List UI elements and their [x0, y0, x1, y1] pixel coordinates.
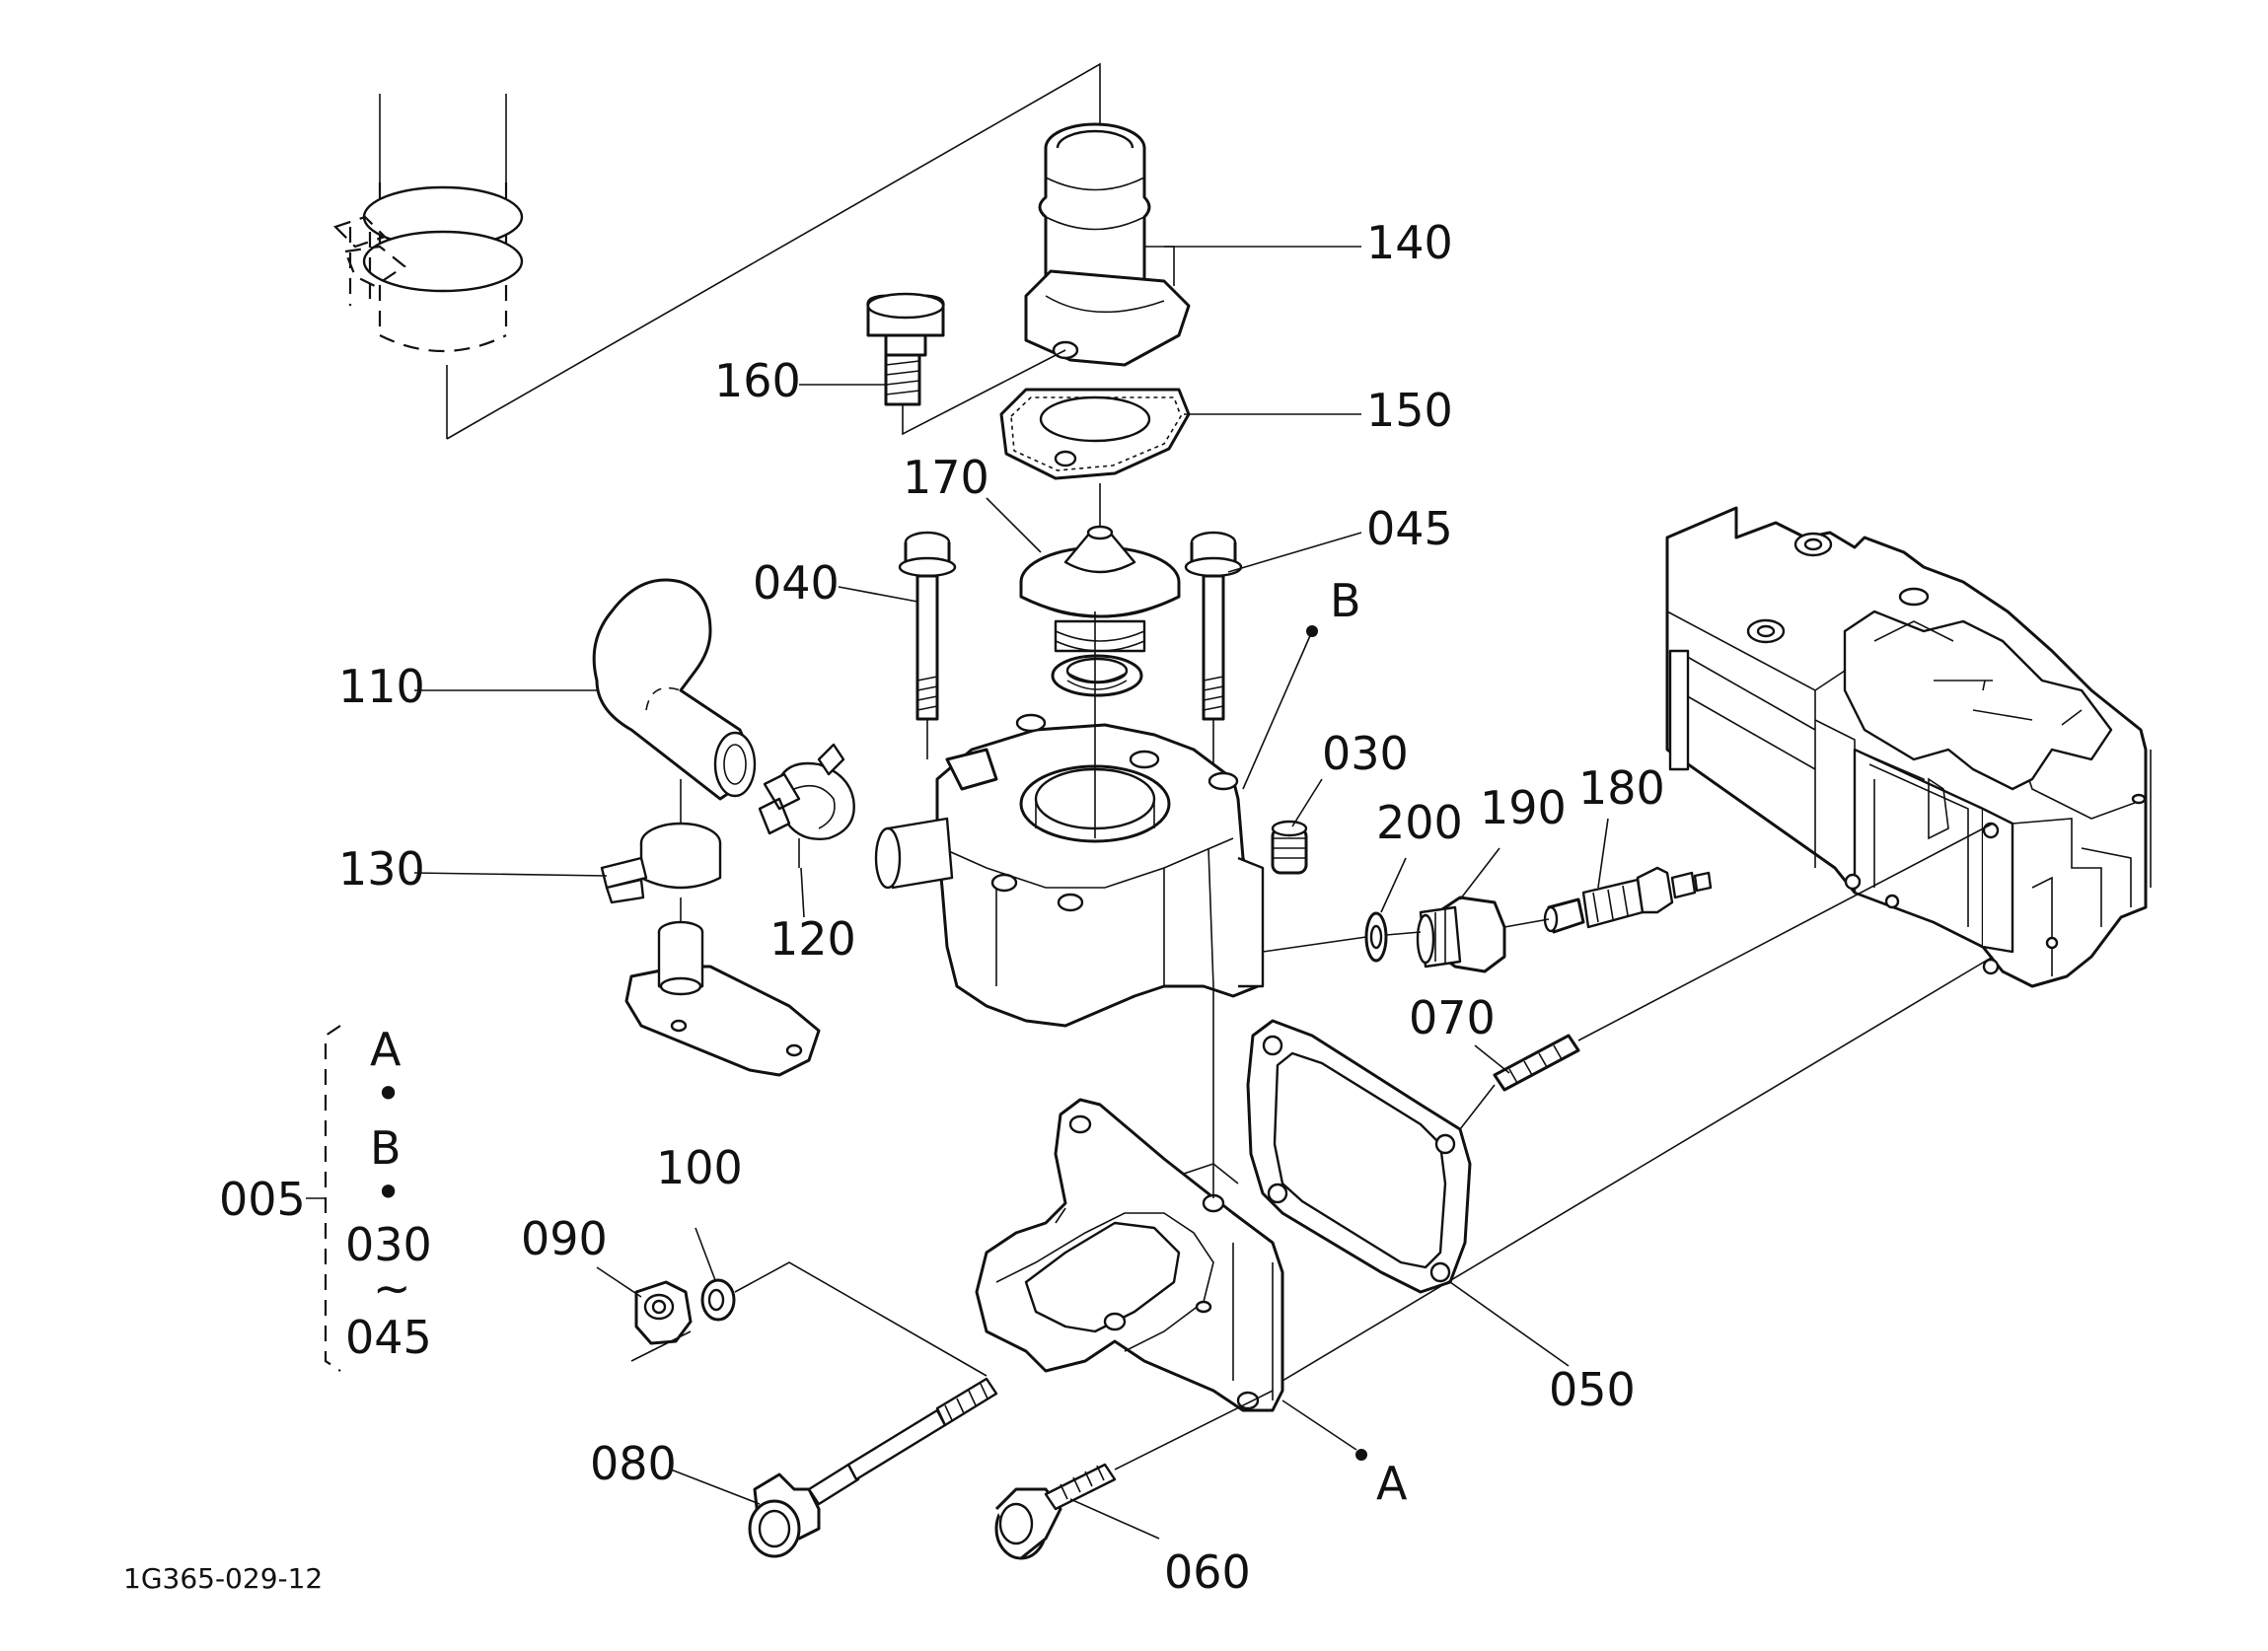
bypass-hose — [592, 578, 757, 801]
upper-hose — [332, 94, 524, 439]
thermostat-housing — [874, 611, 1265, 1028]
sensor-180 — [1543, 866, 1713, 934]
hose-clamp-120 — [758, 743, 855, 868]
pipe-flange — [624, 920, 821, 1077]
marker-b-dot — [1306, 625, 1318, 637]
group-bracket — [306, 1025, 341, 1372]
housing-gasket — [1246, 1019, 1472, 1294]
callout-160: 160 — [714, 354, 801, 407]
sensor-axis-line — [1262, 918, 1550, 953]
bolt-160 — [866, 292, 1066, 436]
bolt-060 — [994, 956, 1994, 1560]
bolt-040 — [898, 531, 957, 759]
group-member-dot-2: • — [375, 1166, 402, 1219]
adapter-190 — [1416, 896, 1506, 973]
thermostat — [1019, 483, 1181, 697]
callout-200: 200 — [1376, 796, 1463, 849]
marker-a-dot — [1355, 1449, 1367, 1461]
group-member-045: 045 — [345, 1311, 432, 1364]
callout-060: 060 — [1164, 1545, 1251, 1599]
leader-lines — [413, 246, 1609, 1540]
callout-050: 050 — [1549, 1363, 1636, 1416]
callout-030: 030 — [1322, 727, 1409, 780]
callout-070: 070 — [1409, 991, 1496, 1044]
callout-140: 140 — [1366, 216, 1453, 269]
callout-090: 090 — [521, 1212, 608, 1265]
callout-120: 120 — [769, 912, 856, 966]
group-member-b: B — [370, 1121, 402, 1175]
nut-090 — [634, 1280, 693, 1345]
hose-chain-line — [446, 62, 1101, 440]
plug-030 — [1271, 820, 1308, 875]
group-member-030: 030 — [345, 1218, 432, 1271]
thermostat-cover — [1024, 122, 1191, 367]
marker-a-label: A — [1376, 1457, 1408, 1510]
bolt-045 — [1184, 531, 1243, 764]
callout-080: 080 — [590, 1437, 677, 1490]
callout-045: 045 — [1366, 502, 1453, 555]
washer-200 — [1364, 911, 1388, 963]
bolt-080-chain — [630, 1261, 988, 1377]
water-flange — [975, 986, 1284, 1412]
group-member-a: A — [370, 1023, 402, 1076]
callout-130: 130 — [338, 842, 425, 896]
callout-100: 100 — [656, 1141, 743, 1194]
stud-070 — [1459, 823, 1994, 1130]
callout-110: 110 — [338, 660, 425, 713]
washer-100 — [700, 1278, 736, 1322]
bolt-080 — [748, 1377, 998, 1558]
callout-190: 190 — [1480, 781, 1567, 834]
group-part-no: 005 — [219, 1173, 306, 1226]
hose-clamp-130 — [600, 779, 722, 922]
callout-170: 170 — [903, 451, 989, 504]
group-member-dot-1: • — [375, 1067, 402, 1120]
callout-040: 040 — [753, 556, 840, 610]
thermostat-gasket — [999, 388, 1191, 480]
group-member-tilde: ~ — [373, 1261, 411, 1315]
callout-180: 180 — [1578, 761, 1665, 815]
engine-block — [1665, 506, 2152, 988]
drawing-code: 1G365-029-12 — [123, 1562, 323, 1595]
marker-b-label: B — [1330, 574, 1361, 627]
callout-150: 150 — [1366, 384, 1453, 437]
